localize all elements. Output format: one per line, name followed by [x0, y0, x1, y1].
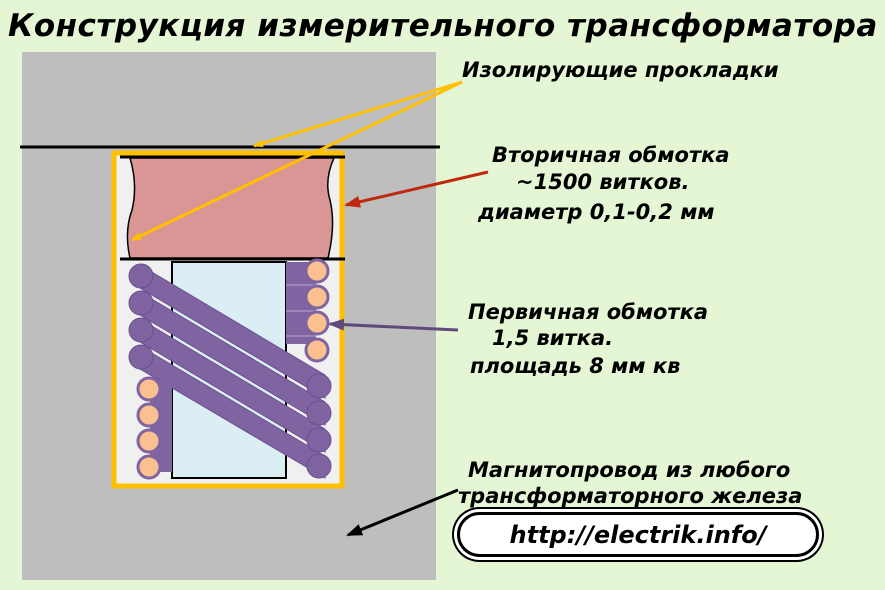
label-secondary-line3: диаметр 0,1-0,2 мм	[478, 200, 715, 224]
label-core-line2: трансформаторного железа	[458, 484, 803, 508]
label-primary-line1: Первичная обмотка	[468, 300, 709, 324]
label-insulating-pads: Изолирующие прокладки	[462, 58, 779, 82]
label-secondary-line1: Вторичная обмотка	[492, 143, 730, 167]
arrow-secondary-winding	[344, 170, 489, 208]
arrow-magnetic-core	[346, 488, 459, 537]
arrow-primary-winding	[328, 318, 459, 332]
arrow-insulating-pad-side	[131, 80, 463, 242]
secondary-winding	[126, 157, 336, 259]
label-primary-line2: 1,5 витка.	[492, 326, 614, 350]
site-url-link[interactable]: http://electrik.info/	[457, 512, 819, 557]
primary-winding	[128, 263, 332, 479]
page-title: Конструкция измерительного трансформатор…	[8, 8, 878, 44]
arrow-insulating-pad-top	[253, 80, 463, 148]
label-secondary-line2: ~1500 витков.	[516, 170, 690, 194]
label-primary-line3: площадь 8 мм кв	[470, 354, 681, 378]
label-core-line1: Магнитопровод из любого	[468, 458, 791, 482]
conductor-stack-right	[286, 258, 330, 363]
conductor-stack-left	[136, 376, 172, 480]
